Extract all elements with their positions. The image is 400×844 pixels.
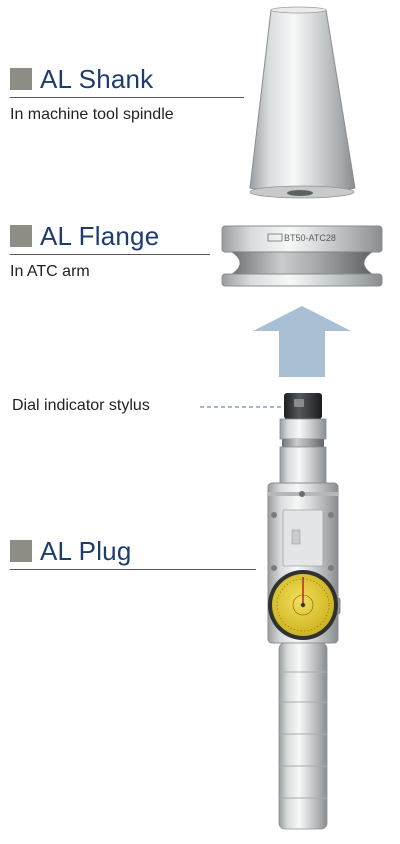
plug-swatch: [10, 540, 32, 562]
flange-label-block: AL Flange In ATC arm: [10, 221, 210, 281]
up-arrow-icon: [253, 306, 351, 377]
plug-label-block: AL Plug: [10, 536, 256, 570]
flange-engraving: BT50-ATC28: [284, 233, 336, 243]
shank-rule: [10, 97, 244, 98]
plug-rule: [10, 569, 256, 570]
shank-swatch: [10, 68, 32, 90]
plug-title-row: AL Plug: [10, 536, 256, 566]
flange-rule: [10, 254, 210, 255]
shank-label-block: AL Shank In machine tool spindle: [10, 64, 244, 124]
flange-title: AL Flange: [40, 221, 160, 251]
flange-subtitle: In ATC arm: [10, 263, 90, 280]
al-flange-image: BT50-ATC28: [221, 225, 383, 287]
flange-title-row: AL Flange: [10, 221, 210, 251]
plug-title: AL Plug: [40, 536, 132, 566]
flange-swatch: [10, 225, 32, 247]
shank-title: AL Shank: [40, 64, 154, 94]
shank-subtitle: In machine tool spindle: [10, 106, 174, 123]
shank-title-row: AL Shank: [10, 64, 244, 94]
al-plug-image: [267, 393, 341, 830]
al-shank-image: [249, 6, 356, 199]
stylus-callout: Dial indicator stylus: [12, 397, 150, 414]
